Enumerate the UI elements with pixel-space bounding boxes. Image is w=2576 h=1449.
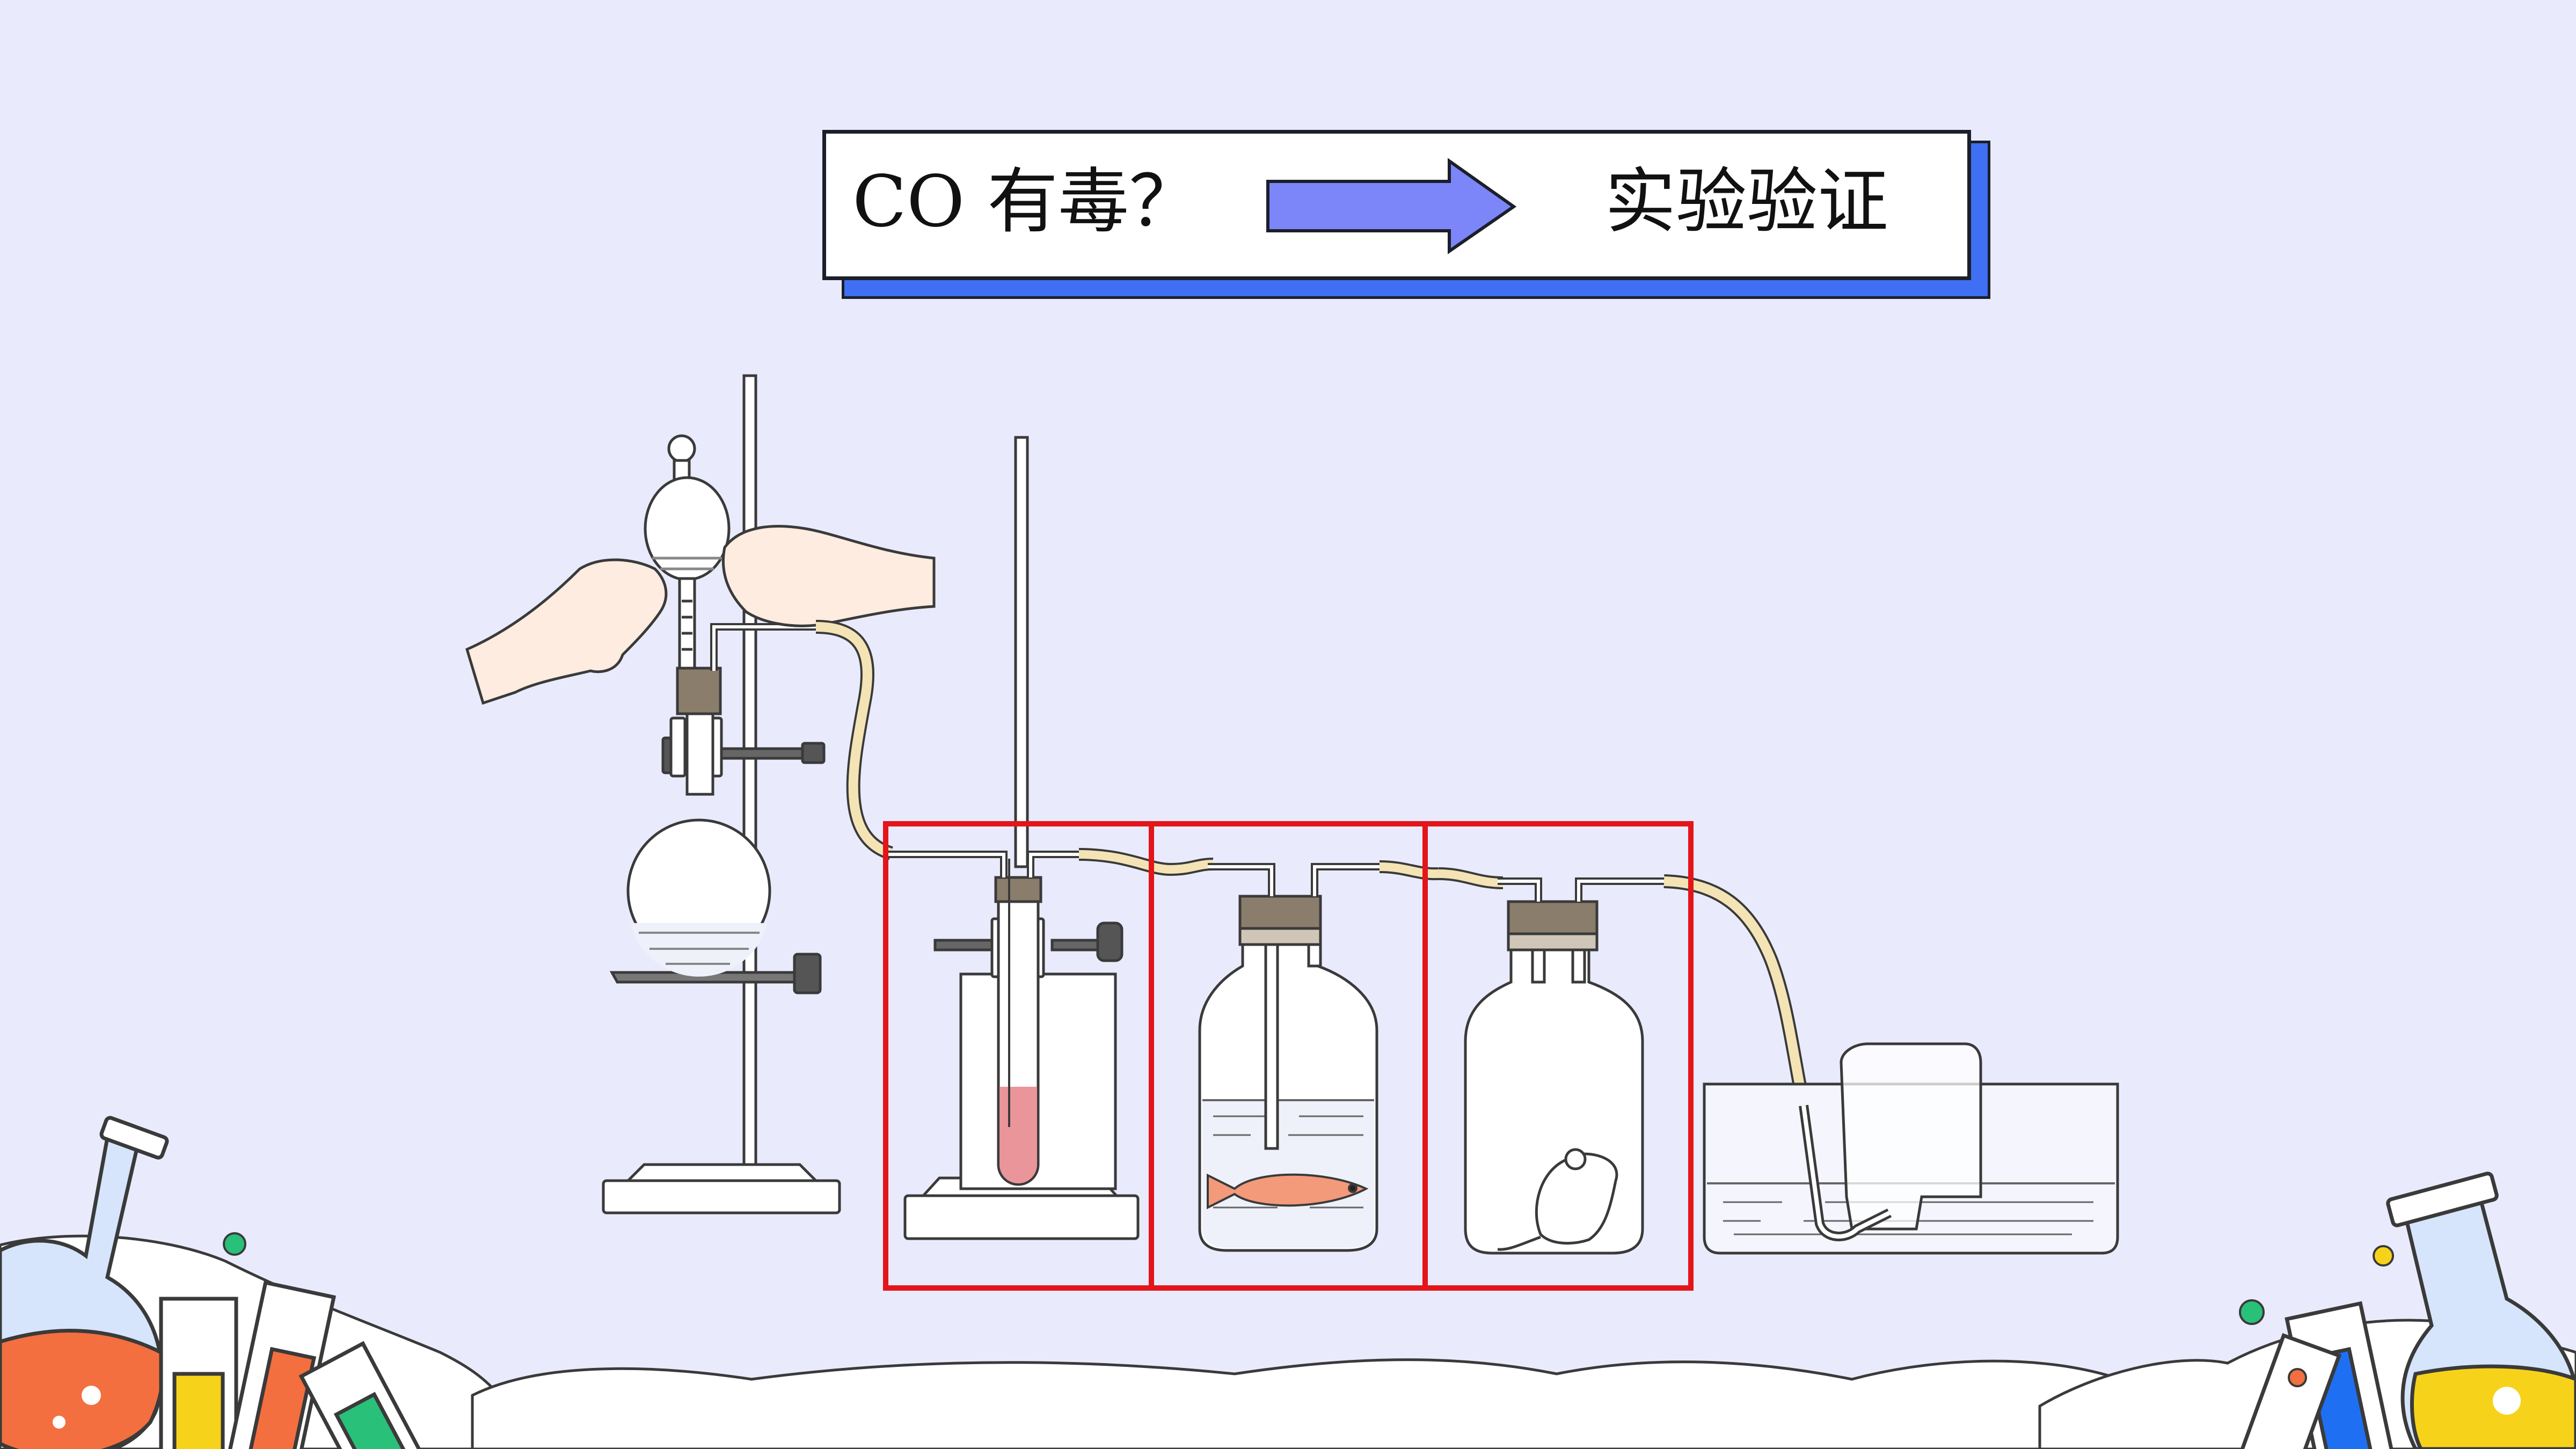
gas-jar-icon bbox=[1840, 1042, 1982, 1231]
round-bottom-flask-icon bbox=[626, 623, 816, 977]
highlight-frames bbox=[883, 821, 1694, 1291]
gas-bottle-icon bbox=[1198, 863, 1385, 1252]
question-text: CO 有毒？ bbox=[852, 160, 1200, 243]
test-tube-decoration-icon bbox=[2237, 1301, 2396, 1449]
dot-decoration bbox=[2239, 1299, 2265, 1325]
separatory-funnel-icon bbox=[644, 434, 731, 687]
hand-icon bbox=[465, 525, 936, 705]
test-tube-decoration-icon bbox=[159, 1280, 426, 1449]
flask-decoration-icon bbox=[2386, 1172, 2576, 1449]
flask-decoration-icon bbox=[0, 1116, 169, 1449]
test-tube-icon bbox=[994, 859, 1042, 1186]
dot-decoration bbox=[223, 1232, 246, 1256]
answer-text: 实验验证 bbox=[1605, 160, 1888, 243]
dot-decoration bbox=[2373, 1245, 2394, 1267]
dot-decoration bbox=[2288, 1368, 2307, 1387]
test-tube-station bbox=[888, 436, 1140, 1240]
mouse-icon bbox=[1497, 1148, 1618, 1251]
fish-icon bbox=[1207, 1173, 1369, 1210]
right-arrow-icon bbox=[1266, 158, 1517, 254]
